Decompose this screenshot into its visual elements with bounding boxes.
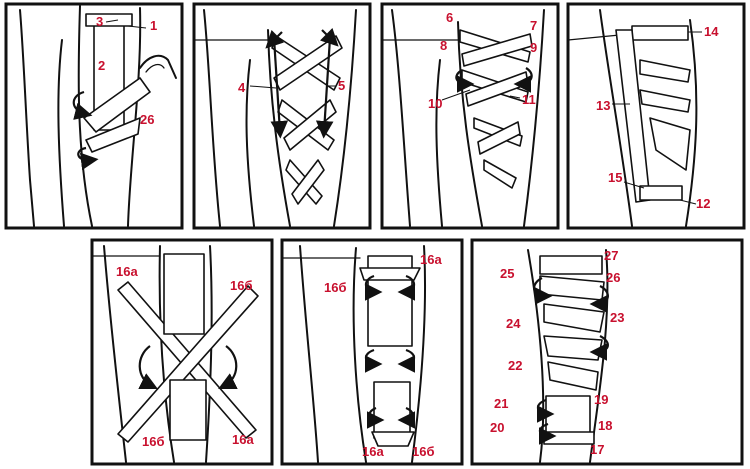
label-14: 14	[704, 24, 719, 39]
rotation-arrow	[72, 90, 93, 120]
panel-5: 16а 16б 16б 16а	[90, 238, 274, 466]
panel-4: 13 14 15 12	[566, 2, 746, 230]
label-16b: 16б	[142, 434, 165, 449]
label-16a: 16а	[362, 444, 384, 459]
rotation-arrow	[364, 274, 383, 301]
label-10: 10	[428, 96, 442, 111]
tape-strip-14	[631, 25, 689, 41]
down-arrow	[315, 37, 334, 139]
rotation-arrow	[77, 146, 99, 171]
label-16b: 16б	[412, 444, 435, 459]
label-15: 15	[608, 170, 622, 185]
label-8: 8	[440, 38, 447, 53]
tape-strip-26	[83, 77, 151, 133]
rotation-arrow	[538, 422, 557, 445]
label-2: 2	[98, 58, 105, 73]
label-16a: 16а	[116, 264, 138, 279]
right-leg-outline	[457, 21, 483, 227]
left-leg-outline	[391, 9, 411, 227]
label-5: 5	[338, 78, 345, 93]
label-16b: 16б	[230, 278, 253, 293]
tape-strip	[273, 35, 343, 91]
label-11: 11	[522, 92, 536, 107]
left-leg-outline	[203, 9, 221, 227]
rotation-arrow	[364, 348, 383, 373]
label-26: 26	[140, 112, 154, 127]
label-16a: 16а	[232, 432, 254, 447]
rotation-arrow	[218, 345, 238, 389]
tape-strip-12	[639, 185, 683, 201]
label-19: 19	[594, 392, 608, 407]
label-25: 25	[500, 266, 514, 281]
rotation-arrow	[536, 398, 555, 423]
label-16b: 16б	[324, 280, 347, 295]
leg-back-outline	[685, 19, 698, 227]
label-6: 6	[446, 10, 453, 25]
rotation-arrow	[366, 406, 385, 429]
rotation-arrow	[138, 345, 158, 389]
label-18: 18	[598, 418, 612, 433]
panel-3: 6 7 8 9 10 11	[380, 2, 560, 230]
label-7: 7	[530, 18, 537, 33]
hand-outline	[139, 54, 177, 79]
rotation-arrow	[455, 69, 475, 93]
rotation-arrow	[589, 285, 609, 313]
tape-strip-3	[85, 13, 133, 27]
label-3: 3	[96, 14, 103, 29]
rotation-arrow	[397, 274, 416, 301]
panel-2: 4 5	[192, 2, 372, 230]
label-23: 23	[610, 310, 624, 325]
rotation-arrow	[589, 335, 609, 361]
label-26: 26	[606, 270, 620, 285]
rotation-arrow	[397, 406, 416, 429]
panel-7: 27 25 26 24 23 22 21 19 20 18 17	[470, 238, 744, 466]
label-1: 1	[150, 18, 157, 33]
label-13: 13	[596, 98, 610, 113]
label-22: 22	[508, 358, 522, 373]
panel-6: 16б 16а 16а 16б	[280, 238, 464, 466]
leg-front-outline	[599, 9, 633, 227]
label-20: 20	[490, 420, 504, 435]
left-leg-outline	[19, 9, 35, 227]
tape-strip-27	[539, 255, 603, 275]
label-16a: 16а	[420, 252, 442, 267]
rotation-arrow	[397, 348, 416, 373]
label-21: 21	[494, 396, 508, 411]
down-arrow	[270, 37, 289, 139]
rotation-arrow	[533, 277, 553, 305]
label-4: 4	[238, 80, 246, 95]
label-9: 9	[530, 40, 537, 55]
label-27: 27	[604, 248, 618, 263]
label-24: 24	[506, 316, 521, 331]
panel-1: 3 1 2 26	[4, 2, 184, 230]
rotation-arrow	[513, 67, 533, 93]
label-12: 12	[696, 196, 710, 211]
label-17: 17	[590, 442, 604, 457]
